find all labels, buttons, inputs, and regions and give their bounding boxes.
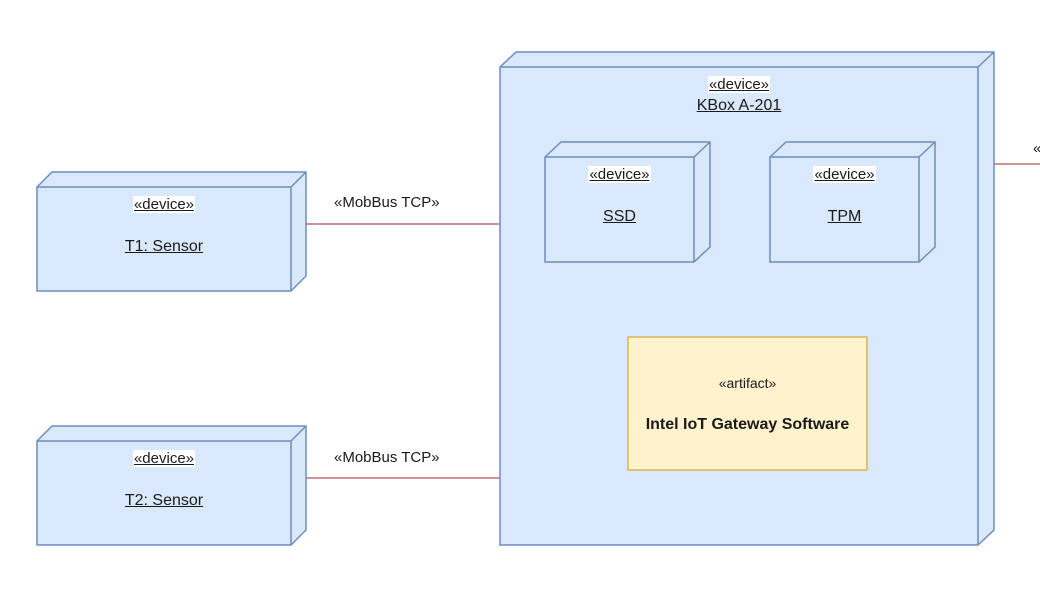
node-t2-sensor[interactable]: [36, 425, 307, 546]
t2-name: T2: Sensor: [124, 492, 204, 509]
artifact-name: Intel IoT Gateway Software: [645, 416, 850, 433]
t2-stereotype: «device»: [132, 450, 196, 467]
kbox-name: KBox A-201: [696, 97, 782, 114]
artifact-stereotype: «artifact»: [718, 375, 777, 391]
connector-kbox-offscreen-label: «: [1033, 140, 1040, 157]
ssd-name: SSD: [603, 208, 636, 225]
node-tpm[interactable]: [769, 141, 936, 263]
tpm-name: TPM: [827, 208, 862, 225]
t1-stereotype: «device»: [132, 196, 196, 213]
t1-labels: «device»: [37, 196, 291, 214]
ssd-labels: «device»: [545, 166, 694, 184]
ssd-stereotype: «device»: [588, 166, 651, 183]
tpm-stereotype: «device»: [813, 166, 876, 183]
node-t1-sensor[interactable]: [36, 171, 307, 292]
tpm-labels: «device»: [770, 166, 919, 184]
node-kbox[interactable]: [499, 51, 995, 546]
artifact-intel-iot-gateway[interactable]: [627, 336, 868, 471]
connector-t2-kbox-label: «MobBus TCP»: [334, 449, 440, 466]
t1-name: T1: Sensor: [124, 238, 204, 255]
connector-t1-kbox-label: «MobBus TCP»: [334, 194, 440, 211]
kbox-stereotype: «device»: [707, 76, 771, 93]
node-ssd[interactable]: [544, 141, 711, 263]
kbox-labels: «device»: [500, 76, 978, 94]
t2-labels: «device»: [37, 450, 291, 468]
